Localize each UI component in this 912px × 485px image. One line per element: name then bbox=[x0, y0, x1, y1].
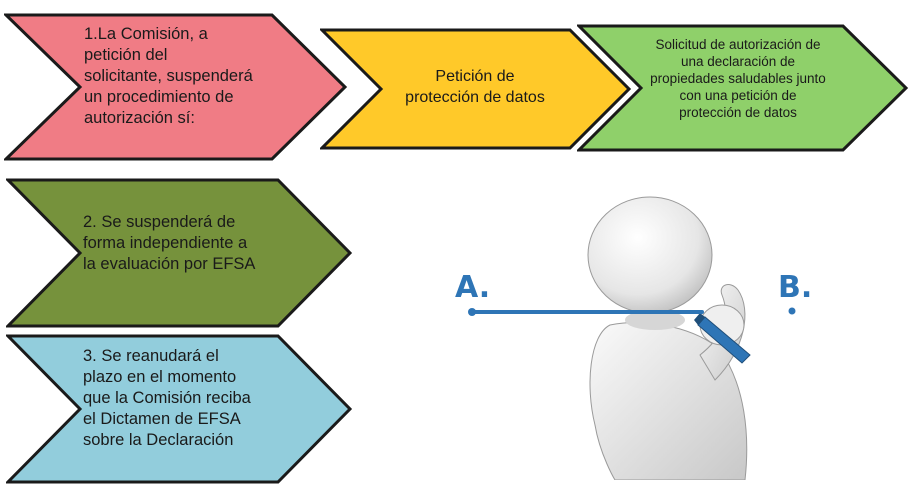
point-b-label: B. bbox=[778, 270, 812, 305]
person-drawing-line-figure: A. B. bbox=[400, 185, 900, 481]
petition-chevron: Petición de protección de datos bbox=[320, 28, 632, 150]
step-3-text: 3. Se reanudará el plazo en el momento q… bbox=[83, 347, 251, 449]
marker-icon bbox=[694, 313, 751, 364]
point-a-label: A. bbox=[455, 270, 490, 305]
chevron-yellow-shape bbox=[320, 28, 632, 150]
step-3-chevron: 3. Se reanudará el plazo en el momento q… bbox=[6, 334, 354, 484]
step-2-chevron: 2. Se suspenderá de forma independiente … bbox=[6, 178, 354, 328]
request-text: Solicitud de autorización de una declara… bbox=[650, 37, 826, 120]
step-2-text: 2. Se suspenderá de forma independiente … bbox=[83, 213, 256, 273]
petition-text: Petición de protección de datos bbox=[405, 68, 545, 106]
step-1-chevron: 1.La Comisión, a petición del solicitant… bbox=[4, 12, 349, 162]
chevron-olive-shape bbox=[6, 178, 353, 328]
chevron-green-shape bbox=[577, 24, 909, 152]
step-1-text: 1.La Comisión, a petición del solicitant… bbox=[84, 25, 253, 127]
request-chevron: Solicitud de autorización de una declara… bbox=[577, 24, 909, 152]
person-drawing-line-icon: A. B. bbox=[455, 196, 812, 481]
chevron-red-shape bbox=[4, 13, 348, 161]
